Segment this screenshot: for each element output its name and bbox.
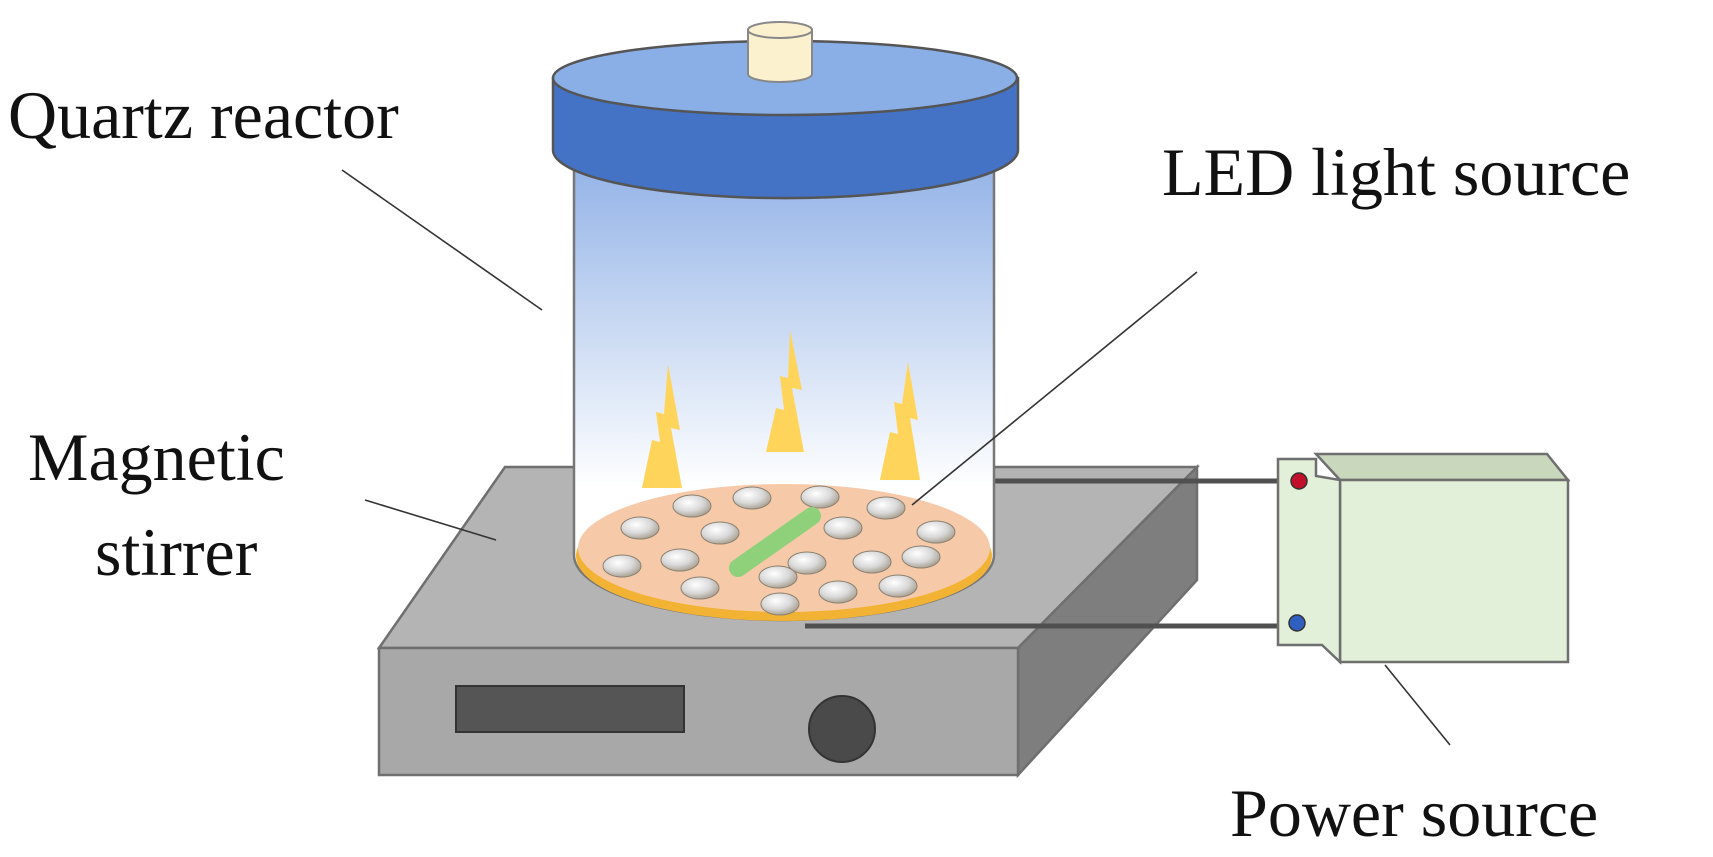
led-bead bbox=[916, 520, 956, 544]
led-bead bbox=[852, 550, 892, 574]
stirrer-knob bbox=[808, 695, 876, 763]
leader-lines bbox=[341, 169, 1451, 746]
led-bead bbox=[660, 548, 700, 572]
led-bead bbox=[672, 494, 712, 518]
lid-cap bbox=[747, 29, 813, 83]
label-power-source: Power source bbox=[1230, 775, 1598, 851]
led-bead bbox=[787, 551, 827, 575]
light-ray-center bbox=[766, 330, 804, 452]
quartz-reactor bbox=[572, 148, 996, 622]
power-source bbox=[805, 452, 1571, 665]
led-bead bbox=[818, 580, 858, 604]
stir-bar bbox=[729, 507, 821, 577]
power-main-box bbox=[1338, 478, 1570, 664]
led-bead bbox=[866, 496, 906, 520]
led-bead bbox=[878, 574, 918, 598]
led-bead bbox=[732, 486, 772, 510]
led-bead bbox=[620, 516, 660, 540]
light-ray-right bbox=[880, 362, 920, 480]
led-bead bbox=[800, 485, 840, 509]
led-bead bbox=[758, 565, 798, 589]
leader-quartz-reactor bbox=[341, 169, 543, 311]
leader-magnetic-stirrer bbox=[364, 499, 497, 541]
led-bead bbox=[823, 516, 863, 540]
power-front-panel bbox=[1276, 457, 1342, 665]
light-ray-left bbox=[642, 364, 682, 488]
leader-power-source bbox=[1384, 664, 1451, 746]
light-rays bbox=[642, 330, 920, 488]
led-array bbox=[602, 485, 956, 616]
positive-terminal bbox=[1290, 472, 1308, 490]
label-quartz-reactor: Quartz reactor bbox=[8, 77, 399, 153]
led-bead bbox=[760, 592, 800, 616]
label-led-light-source: LED light source bbox=[1162, 134, 1630, 210]
power-top-face bbox=[1313, 452, 1571, 482]
led-bead bbox=[700, 521, 740, 545]
negative-terminal bbox=[1288, 614, 1306, 632]
stirrer-display bbox=[455, 685, 685, 733]
lid-cap-top bbox=[747, 21, 813, 39]
led-bead bbox=[901, 545, 941, 569]
leader-led-light-source bbox=[911, 271, 1198, 506]
reactor-lid bbox=[551, 21, 1020, 200]
label-stirrer: stirrer bbox=[95, 514, 258, 590]
label-magnetic: Magnetic bbox=[28, 419, 285, 495]
led-bead bbox=[602, 554, 642, 578]
led-bead bbox=[680, 576, 720, 600]
